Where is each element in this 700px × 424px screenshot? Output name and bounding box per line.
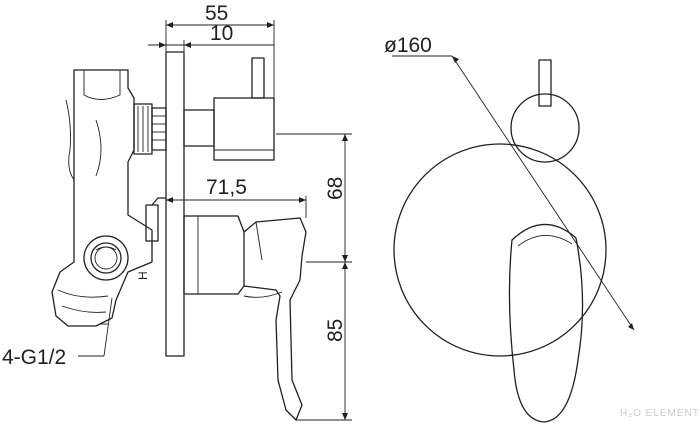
dim-depth-plate: 10 [210,22,233,45]
wall-plate [165,51,185,357]
dimension-lines [148,20,352,421]
dim-handle-reach: 71,5 [206,176,247,199]
lever-handle-front [508,223,584,423]
valve-body [51,69,153,327]
cover-plate-front [393,143,607,357]
hot-marker: H [136,271,150,280]
watermark: H₂O ELEMENT [620,408,700,419]
dim-depth-total: 55 [205,2,228,25]
inlet-fitting [83,235,129,281]
dim-height-lower: 85 [324,319,347,342]
dim-diameter: ø160 [384,34,432,57]
front-view: ø160 [384,34,635,423]
lever-handle-side [183,215,307,421]
diverter-knob-front [510,93,580,163]
thread-label: 4-G1/2 [2,346,66,369]
dim-height-upper: 68 [324,177,347,200]
diverter-knob-side [183,57,275,161]
side-view: H [2,2,352,421]
